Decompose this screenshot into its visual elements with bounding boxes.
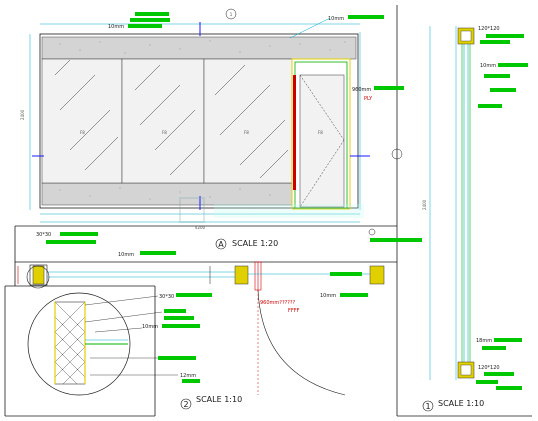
- section-height-dimension: 2400: [422, 199, 427, 210]
- svg-text:PLY: PLY: [364, 96, 373, 102]
- plan-section-A: 30*30 10mm 960mm?????? FFFF 10mm A SCALE…: [17, 228, 422, 396]
- svg-text:A: A: [218, 240, 224, 249]
- label-tag-top-right: 10mm: [289, 15, 384, 39]
- svg-text:30*30: 30*30: [159, 294, 174, 300]
- svg-text:1: 1: [230, 12, 233, 17]
- svg-text:18mm: 18mm: [476, 338, 492, 344]
- elevation-view: 1 2400 4200 F8 F8 F8 F8 10mm 10mm 960mm …: [20, 8, 404, 230]
- svg-text:10mm: 10mm: [480, 63, 496, 69]
- svg-text:10mm: 10mm: [118, 252, 134, 258]
- panel-code: F8: [80, 130, 85, 135]
- watermark: [179, 197, 364, 223]
- width-dimension: 4200: [195, 225, 206, 230]
- svg-text:10mm: 10mm: [320, 293, 336, 299]
- scale-label-A: SCALE 1:20: [232, 239, 278, 248]
- svg-text:10mm: 10mm: [108, 24, 124, 30]
- svg-text:960mm: 960mm: [352, 87, 371, 93]
- section-1-view: 2400 120*120 10mm 18mm 120*120: [422, 26, 528, 412]
- svg-text:120*120: 120*120: [478, 26, 500, 32]
- svg-text:2: 2: [183, 400, 188, 409]
- svg-text:10mm: 10mm: [328, 16, 344, 22]
- section-marker: [215, 238, 227, 250]
- svg-text:FFFF: FFFF: [288, 308, 300, 314]
- svg-text:1: 1: [425, 402, 430, 411]
- label-tag-door: 960mm PLY: [352, 86, 404, 102]
- detail-2-view: 30*30 10mm 12mm 2 SCALE 1:10: [26, 265, 242, 410]
- scale-label-1: SCALE 1:10: [438, 399, 484, 408]
- scale-label-2: SCALE 1:10: [196, 395, 242, 404]
- height-dimension: 2400: [20, 109, 25, 120]
- svg-text:960mm??????: 960mm??????: [260, 300, 296, 306]
- section-marker: [180, 398, 192, 410]
- glass-hatch: [54, 59, 289, 179]
- label-tag-top-left: 10mm: [108, 12, 170, 30]
- svg-text:120*120: 120*120: [478, 365, 500, 371]
- panel-code: F8: [162, 130, 167, 135]
- stone-texture: [59, 40, 346, 200]
- section-marker: [422, 400, 434, 412]
- panel-code: F8: [318, 130, 323, 135]
- svg-text:30*30: 30*30: [36, 232, 51, 238]
- svg-text:10mm: 10mm: [142, 324, 158, 330]
- panel-code: F8: [244, 130, 249, 135]
- svg-text:12mm: 12mm: [180, 373, 196, 379]
- sheet-borders: [4, 5, 532, 417]
